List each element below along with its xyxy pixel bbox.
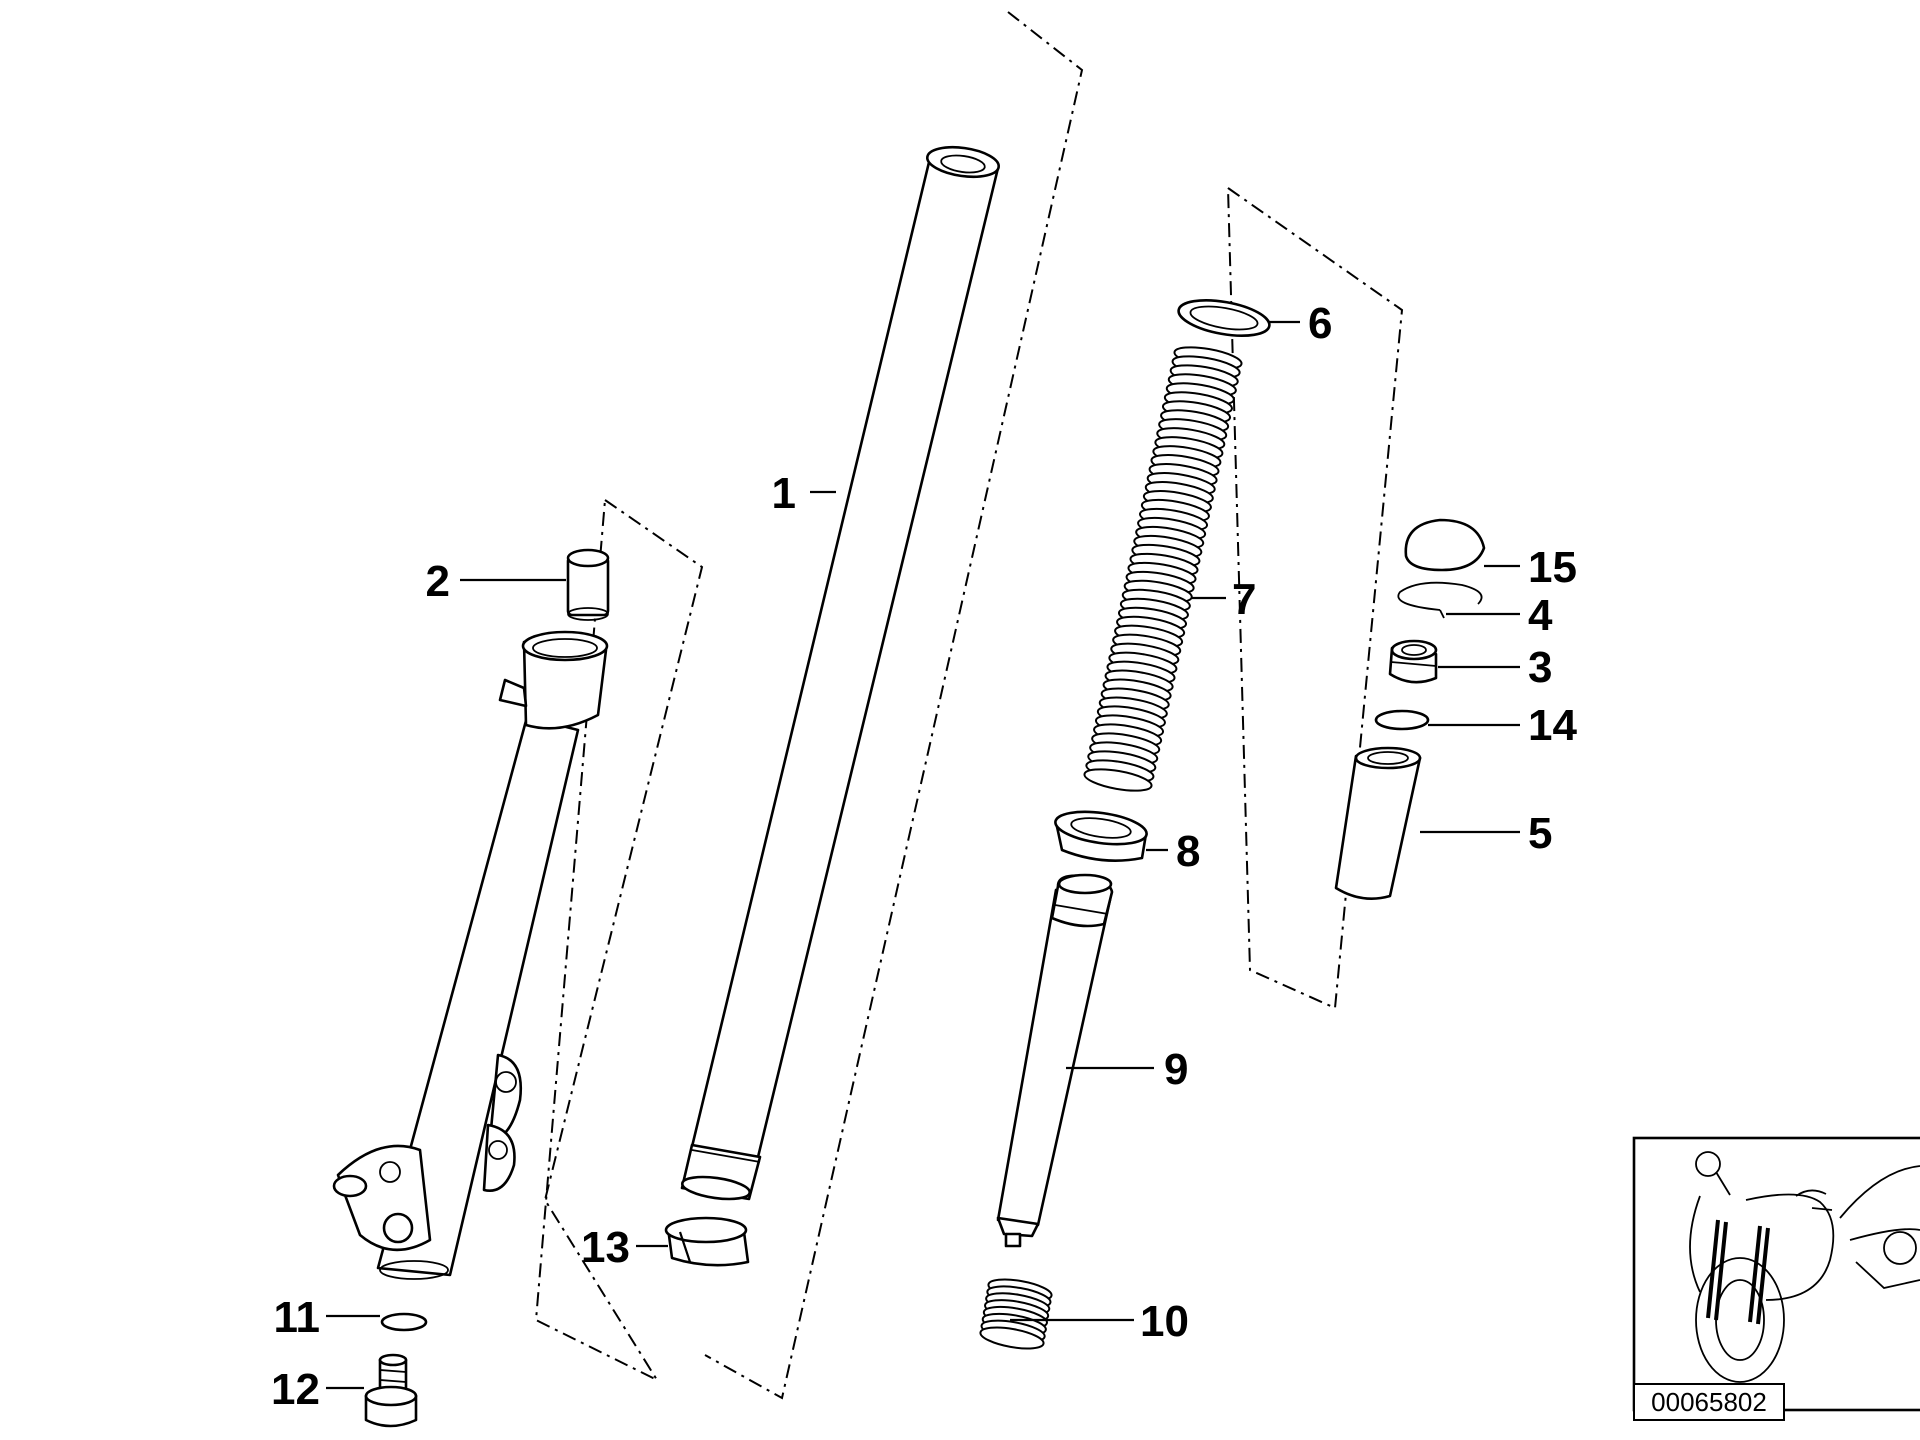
plug: [1388, 639, 1438, 684]
callout-2: 2: [426, 557, 450, 606]
callout-3: 3: [1528, 643, 1552, 692]
callout-labels: 1 2 3 4 5 6 7 8 9 10 11 12 13 14 15: [271, 299, 1577, 1414]
part-number-box: 00065802: [1633, 1383, 1785, 1421]
callout-10: 10: [1140, 1297, 1189, 1346]
callout-6: 6: [1308, 299, 1332, 348]
callout-8: 8: [1176, 827, 1200, 876]
damper-tube: [996, 873, 1114, 1248]
callout-9: 9: [1164, 1045, 1188, 1094]
callout-12: 12: [271, 1365, 320, 1414]
o-ring: [380, 1312, 428, 1332]
drain-screw: [364, 1353, 418, 1428]
callout-5: 5: [1528, 809, 1552, 858]
frame-slider: [534, 499, 704, 1383]
frame-spring: [1227, 187, 1404, 1010]
circlip: [1397, 581, 1483, 619]
fork-spring: [1083, 346, 1243, 792]
leader-lines: [326, 320, 1520, 1390]
callout-7: 7: [1232, 575, 1256, 624]
callout-13: 13: [581, 1223, 630, 1272]
rebound-spring: [979, 1278, 1053, 1350]
slider-lower-leg: [332, 630, 609, 1280]
callout-15: 15: [1528, 543, 1577, 592]
spring-coil: [1083, 768, 1153, 792]
o-ring-small: [1374, 709, 1430, 731]
motorcycle-icon: [1689, 1151, 1920, 1383]
frame-fork-tube: [704, 11, 1084, 1400]
motorcycle-thumbnail: [1632, 1136, 1920, 1412]
split-ring: [664, 1216, 750, 1267]
cap: [1404, 518, 1486, 572]
spring-coil: [979, 1326, 1045, 1350]
washer: [1177, 299, 1271, 337]
spacer-ring: [1054, 810, 1148, 862]
fork-tube: [680, 145, 1001, 1201]
callout-14: 14: [1528, 701, 1577, 750]
part-number: 00065802: [1651, 1387, 1767, 1417]
guide-tube: [1334, 746, 1422, 900]
bush: [566, 548, 610, 621]
callout-11: 11: [273, 1293, 320, 1342]
callout-4: 4: [1528, 591, 1553, 640]
callout-1: 1: [772, 469, 796, 518]
